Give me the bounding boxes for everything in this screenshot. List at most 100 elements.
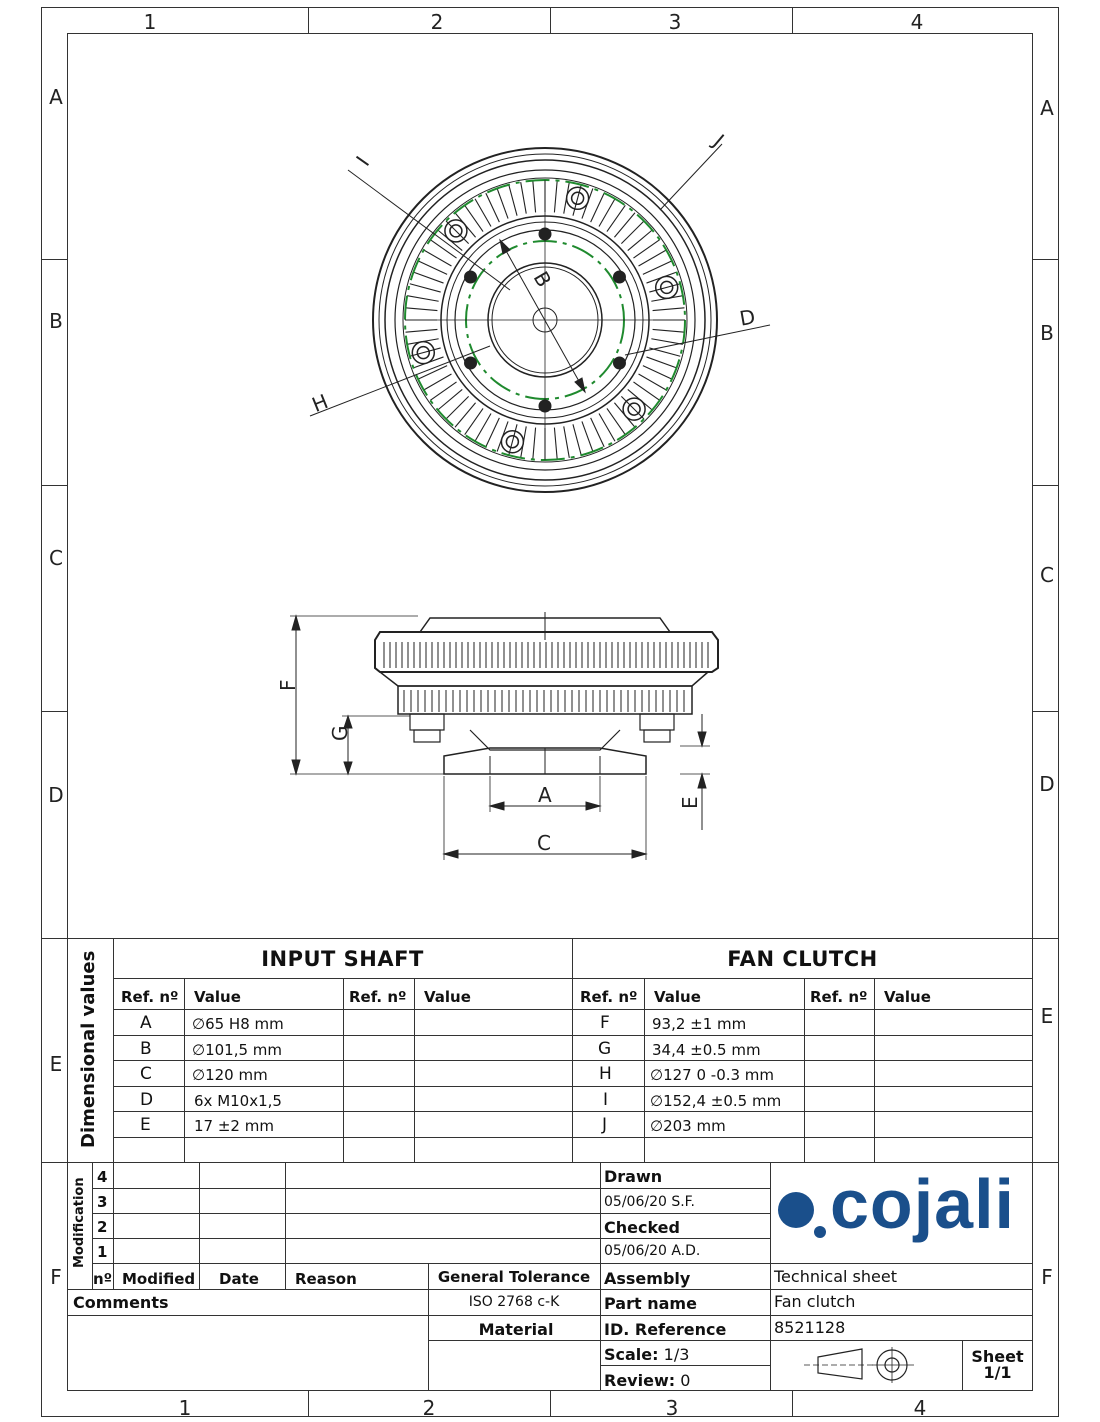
label-A: A: [538, 783, 552, 807]
inner-bolt: [464, 356, 478, 370]
brand-name: cojali: [830, 1165, 1015, 1243]
zone-col-label: 1: [143, 10, 157, 34]
mod-row-no: 3: [97, 1193, 108, 1211]
mod-row-no: 1: [97, 1243, 108, 1261]
table-border: [41, 1162, 1059, 1163]
assembly-value: Technical sheet: [774, 1267, 897, 1286]
fin: [445, 220, 470, 245]
label-G: G: [328, 726, 352, 742]
drawing-frame-inner: [67, 33, 1033, 1391]
tb-border: [67, 1289, 1033, 1290]
side-fins: [383, 642, 709, 668]
zone-col-label: 4: [913, 1396, 927, 1420]
zone-tick: [308, 7, 309, 33]
tb-border: [962, 1340, 963, 1391]
fin: [563, 426, 570, 458]
label-F: F: [276, 679, 300, 691]
checked-value: 05/06/20 A.D.: [604, 1243, 701, 1259]
logo-dot-icon: [778, 1192, 814, 1228]
fin: [485, 192, 500, 223]
fin: [407, 295, 439, 302]
modification-label: Modification: [72, 1177, 87, 1268]
col-date: Date: [219, 1270, 259, 1288]
fin: [651, 338, 683, 345]
zone-row-label: C: [49, 546, 63, 570]
tb-border: [92, 1263, 1033, 1264]
fin: [532, 180, 537, 213]
zone-tick: [1033, 711, 1059, 712]
fin: [649, 283, 681, 293]
drawn-label: Drawn: [604, 1167, 663, 1186]
fin: [553, 427, 558, 460]
bolt-hole: [570, 191, 585, 206]
fin: [590, 192, 605, 223]
zone-row-label: F: [50, 1265, 62, 1289]
table-border: [113, 1035, 1033, 1036]
zone-row-label: A: [49, 85, 63, 109]
tb-border: [428, 1340, 1033, 1341]
zone-row-label: A: [1040, 96, 1054, 120]
fin: [430, 381, 457, 401]
fin: [620, 220, 645, 245]
cooling-fins: [405, 180, 685, 460]
fin: [532, 427, 537, 460]
col-modified: Modified: [122, 1270, 196, 1288]
tb-border: [92, 1162, 93, 1289]
outer-bolt-holes: [411, 186, 679, 454]
table-border: [804, 978, 805, 1162]
table-border: [67, 938, 1033, 939]
zone-col-label: 2: [430, 10, 444, 34]
bolt-hole: [411, 340, 436, 365]
table-cell-ref: F: [600, 1013, 610, 1033]
part-name-value: Fan clutch: [774, 1292, 856, 1311]
col-value: Value: [654, 988, 701, 1006]
fin: [508, 424, 518, 456]
table-border: [113, 1060, 1033, 1061]
table-border: [414, 978, 415, 1162]
fin: [430, 239, 457, 259]
fin: [405, 307, 438, 312]
logo-dot-icon: [814, 1226, 826, 1238]
table-cell-value: ∅101,5 mm: [192, 1041, 282, 1059]
table-cell-value: ∅203 mm: [650, 1117, 726, 1135]
zone-row-label: D: [1039, 772, 1055, 796]
fin: [474, 198, 492, 227]
fin: [652, 307, 685, 312]
fan-clutch-top-view: [309, 143, 771, 493]
bolt-hole: [565, 186, 590, 211]
table-border: [343, 978, 344, 1162]
bolt-hole: [622, 397, 646, 421]
table-cell-ref: B: [140, 1039, 152, 1059]
fin: [405, 328, 438, 333]
table-border: [644, 978, 645, 1162]
fin: [553, 180, 558, 213]
inner-bolt: [612, 270, 626, 284]
fin: [474, 413, 492, 442]
table-border: [113, 1086, 1033, 1087]
table-cell-value: 93,2 ±1 mm: [652, 1015, 747, 1033]
general-tolerance-label: General Tolerance: [437, 1268, 591, 1286]
label-D: D: [738, 304, 757, 330]
col-ref: Ref. nº: [121, 988, 179, 1006]
zone-col-label: 4: [910, 10, 924, 34]
fan-clutch-side-view: [290, 612, 719, 860]
zone-tick: [550, 1391, 551, 1417]
tb-border: [67, 1315, 1033, 1316]
table-cell-value: ∅120 mm: [192, 1066, 268, 1084]
label-C: C: [537, 831, 551, 855]
zone-col-label: 2: [422, 1396, 436, 1420]
zone-tick: [1033, 259, 1059, 260]
material-label: Material: [478, 1320, 554, 1339]
zone-tick: [792, 7, 793, 33]
fin: [627, 229, 653, 252]
review-label: Review:: [604, 1371, 676, 1390]
zone-row-label: D: [48, 783, 64, 807]
bolt-hole: [416, 345, 431, 360]
col-value: Value: [424, 988, 471, 1006]
fin: [642, 365, 673, 380]
fin: [572, 184, 582, 216]
fin: [417, 365, 448, 380]
tb-border: [285, 1162, 286, 1289]
zone-tick: [41, 259, 67, 260]
mod-row-no: 4: [97, 1168, 108, 1186]
